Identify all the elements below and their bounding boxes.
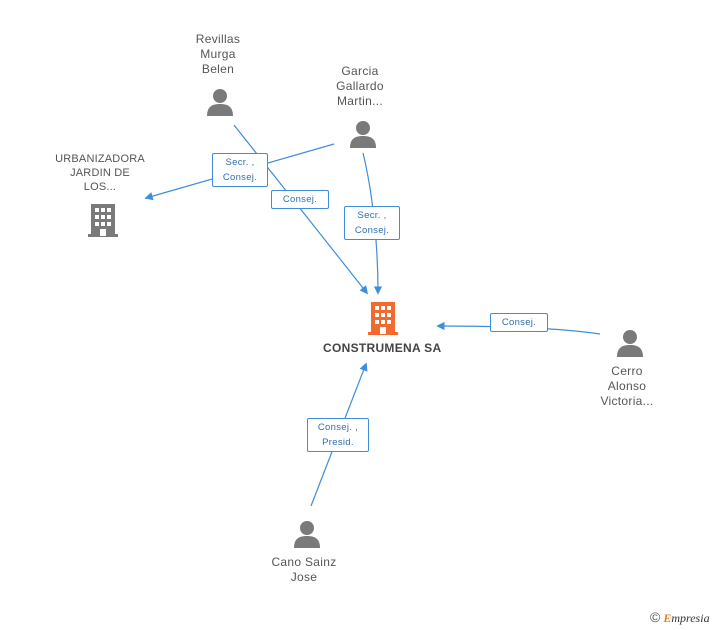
company-label-urbanizadora[interactable]: URBANIZADORA JARDIN DE LOS... <box>45 152 155 194</box>
edge-label-line: Consej. <box>222 172 258 183</box>
brand-rest: mpresia <box>671 611 710 625</box>
building-icon[interactable] <box>86 202 120 238</box>
label-line: JARDIN DE <box>70 167 130 179</box>
person-icon[interactable] <box>292 519 322 549</box>
label-line: Cerro <box>611 364 643 378</box>
person-label-revillas[interactable]: Revillas Murga Belen <box>178 32 258 77</box>
brand-initial: E <box>663 611 672 625</box>
label-line: Alonso <box>607 379 647 393</box>
edge-label-line: Consej. , <box>317 422 359 433</box>
edge-label-line: Presid. <box>322 437 354 448</box>
person-label-cano[interactable]: Cano Sainz Jose <box>258 555 350 585</box>
person-icon[interactable] <box>205 87 235 117</box>
label-line: Cano Sainz <box>271 555 337 569</box>
edge-label-line: Secr. , <box>357 210 387 221</box>
edge-label-line: Consej. <box>501 317 537 328</box>
label-line: Victoria... <box>600 394 654 408</box>
copyright-icon: © <box>650 609 661 625</box>
footer-brand[interactable]: ©Empresia <box>650 609 710 626</box>
person-icon[interactable] <box>615 328 645 358</box>
person-icon[interactable] <box>348 119 378 149</box>
label-line: Belen <box>201 62 235 76</box>
person-label-cerro[interactable]: Cerro Alonso Victoria... <box>587 364 667 409</box>
edge-label-garcia-urbanizadora[interactable]: Secr. , Consej. <box>212 153 268 187</box>
label-line: LOS... <box>83 181 117 193</box>
edge-label-line: Consej. <box>282 194 318 205</box>
label-line: Gallardo <box>336 79 384 93</box>
label-line: Murga <box>200 47 236 61</box>
label-line: Martin... <box>336 94 384 108</box>
edge-label-cano-construmena[interactable]: Consej. , Presid. <box>307 418 369 452</box>
label-line: Jose <box>290 570 318 584</box>
edge-label-revillas-construmena[interactable]: Consej. <box>271 190 329 209</box>
person-label-garcia[interactable]: Garcia Gallardo Martin... <box>320 64 400 109</box>
edge-label-cerro-construmena[interactable]: Consej. <box>490 313 548 332</box>
edge-label-garcia-construmena[interactable]: Secr. , Consej. <box>344 206 400 240</box>
edge-label-line: Consej. <box>354 225 390 236</box>
main-company-label[interactable]: CONSTRUMENA SA <box>323 341 442 355</box>
brand-logo: Empresia <box>663 611 709 625</box>
edge-label-line: Secr. , <box>225 157 255 168</box>
label-line: URBANIZADORA <box>55 153 145 165</box>
label-line: Garcia <box>341 64 379 78</box>
label-line: Revillas <box>195 32 241 46</box>
main-company-building-icon[interactable] <box>366 300 400 336</box>
